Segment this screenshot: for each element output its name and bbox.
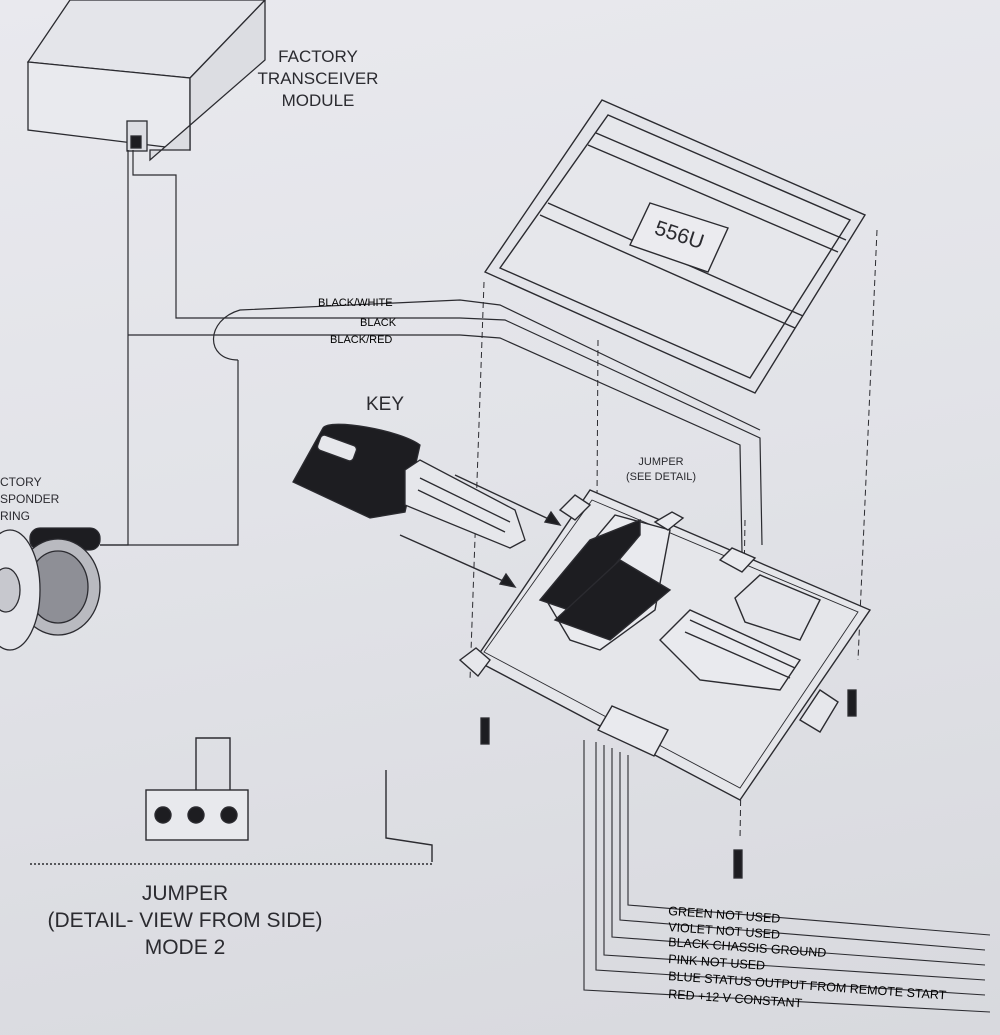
output-harness — [583, 740, 991, 1013]
module-label-line-1: FACTORY — [278, 47, 358, 66]
transponder-label: CTORY SPONDER RING — [0, 474, 59, 525]
module-label: FACTORY TRANSCEIVER MODULE — [238, 46, 398, 112]
insert-arrows — [399, 474, 562, 589]
circuit-board — [458, 489, 872, 801]
transponder-ring — [0, 527, 101, 651]
module-label-line-3: MODULE — [281, 91, 355, 110]
key-illustration — [292, 423, 526, 549]
jumper-caption-line-3: MODE 2 — [144, 936, 226, 959]
transponder-line-3: RING — [0, 509, 30, 523]
mounting-screws — [480, 689, 857, 879]
jumper-detail — [30, 737, 433, 865]
wire-label-black-red: BLACK/RED — [330, 334, 392, 346]
jumper-ref-line-1: JUMPER — [638, 456, 684, 468]
transponder-line-2: SPONDER — [0, 492, 60, 506]
jumper-reference-label: JUMPER (SEE DETAIL) — [616, 455, 706, 485]
transceiver-module — [26, 0, 266, 162]
module-wires — [100, 150, 763, 553]
wire-label-pink: PINK NOT USED — [668, 952, 766, 973]
jumper-caption-line-2: (DETAIL- VIEW FROM SIDE) — [47, 909, 323, 932]
key-label: KEY — [366, 394, 405, 415]
transponder-line-1: CTORY — [0, 475, 42, 489]
wire-label-black: BLACK — [360, 317, 397, 329]
wire-label-black-white: BLACK/WHITE — [318, 297, 393, 309]
jumper-caption: JUMPER (DETAIL- VIEW FROM SIDE) MODE 2 — [30, 880, 340, 961]
module-label-line-2: TRANSCEIVER — [257, 69, 379, 88]
jumper-ref-line-2: (SEE DETAIL) — [625, 471, 697, 483]
module-556u-cover — [483, 99, 867, 394]
jumper-caption-line-1: JUMPER — [141, 882, 229, 905]
